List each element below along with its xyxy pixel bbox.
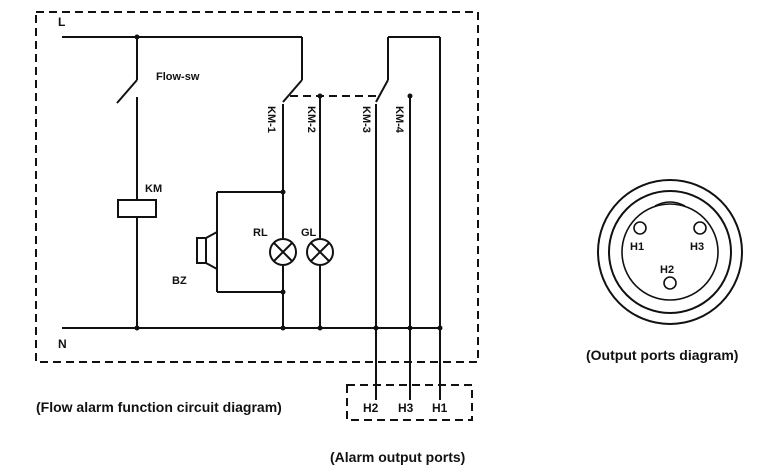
connector-pin-h3-label: H3 <box>690 241 704 253</box>
alarm-port-h3-label: H3 <box>398 401 414 415</box>
red-lamp-icon <box>269 192 297 331</box>
connector-caption: (Output ports diagram) <box>586 347 738 363</box>
alarm-ports-box <box>346 384 473 421</box>
contact-km4 <box>407 93 413 400</box>
contact-km2 <box>317 93 323 232</box>
relay-coil <box>117 199 157 331</box>
alarm-port-h2-label: H2 <box>363 401 379 415</box>
buzzer-icon <box>196 230 218 271</box>
relay-coil-label: KM <box>145 183 162 195</box>
flow-switch-label: Flow-sw <box>156 71 200 83</box>
contact-km2-label: KM-2 <box>305 106 317 133</box>
contact-km1-label: KM-1 <box>265 106 277 133</box>
connector-icon <box>597 179 743 325</box>
h1-wire <box>437 37 443 400</box>
buzzer-label: BZ <box>172 275 187 287</box>
flow-switch <box>116 34 140 200</box>
connector-pin-h1-label: H1 <box>630 241 644 253</box>
red-lamp-label: RL <box>253 227 268 239</box>
contact-km1 <box>282 37 303 192</box>
connector-pin-h2-label: H2 <box>660 264 674 276</box>
line-N-label: N <box>58 337 67 351</box>
contact-km4-label: KM-4 <box>393 106 405 134</box>
alarm-ports-caption: (Alarm output ports) <box>330 449 465 465</box>
line-L-label: L <box>58 15 65 29</box>
green-lamp-icon <box>306 232 334 331</box>
circuit-enclosure <box>35 11 479 363</box>
contact-km3-label: KM-3 <box>360 106 372 133</box>
circuit-caption: (Flow alarm function circuit diagram) <box>36 399 282 415</box>
buzzer-branch <box>216 189 286 295</box>
green-lamp-label: GL <box>301 227 317 239</box>
alarm-port-h1-label: H1 <box>432 401 448 415</box>
contact-km3 <box>373 36 440 400</box>
